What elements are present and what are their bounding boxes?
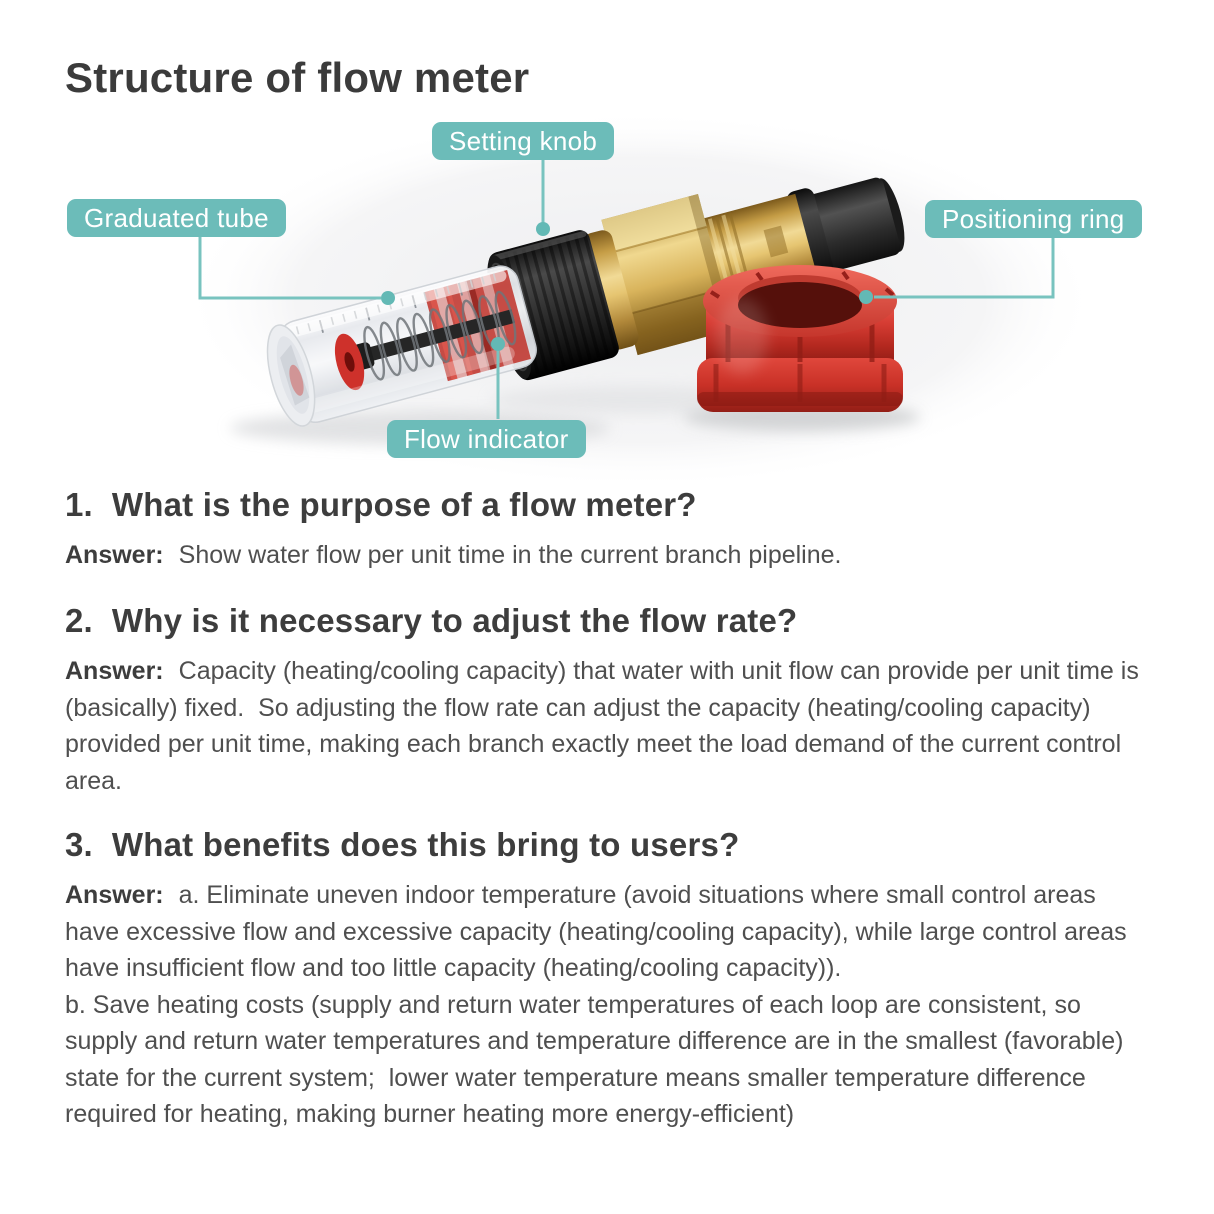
graduated-tube-part bbox=[266, 265, 537, 427]
label-flow-indicator: Flow indicator bbox=[387, 420, 586, 458]
brass-flange-ring bbox=[583, 230, 639, 350]
page-title: Structure of flow meter bbox=[65, 54, 530, 101]
anchor-flow-indicator bbox=[491, 337, 505, 351]
answer-3a-text: a. Eliminate uneven indoor temperature (… bbox=[65, 881, 1134, 982]
question-1-text: What is the purpose of a flow meter? bbox=[111, 486, 697, 523]
answer-2-text: Capacity (heating/cooling capacity) that… bbox=[65, 657, 1146, 795]
question-2-number: 2. bbox=[65, 602, 93, 639]
answer-1-text: Show water flow per unit time in the cur… bbox=[178, 541, 842, 569]
answer-2-label: Answer: bbox=[65, 657, 164, 685]
answer-3a: Answer:a. Eliminate uneven indoor temper… bbox=[65, 877, 1140, 987]
question-2-heading: 2. Why is it necessary to adjust the flow… bbox=[65, 602, 1140, 640]
anchor-setting-knob bbox=[536, 222, 550, 236]
question-1-heading: 1. What is the purpose of a flow meter? bbox=[65, 486, 1140, 524]
flow-meter-photo bbox=[266, 177, 905, 427]
flow-meter-figure bbox=[180, 110, 1100, 480]
leader-graduated-tube bbox=[198, 237, 381, 300]
positioning-ring-part bbox=[697, 265, 903, 412]
answer-3-label: Answer: bbox=[65, 881, 164, 909]
label-positioning-ring: Positioning ring bbox=[925, 200, 1142, 238]
label-graduated-tube: Graduated tube bbox=[67, 199, 286, 237]
qa-section-3: 3. What benefits does this bring to users… bbox=[65, 826, 1140, 1133]
anchor-positioning-ring bbox=[859, 290, 873, 304]
qa-section-2: 2. Why is it necessary to adjust the flow… bbox=[65, 602, 1140, 799]
answer-1-label: Answer: bbox=[65, 541, 164, 569]
anchor-graduated-tube bbox=[381, 291, 395, 305]
answer-2: Answer:Capacity (heating/cooling capacit… bbox=[65, 653, 1140, 799]
question-3-number: 3. bbox=[65, 826, 93, 863]
answer-1: Answer: Show water flow per unit time in … bbox=[65, 537, 1140, 574]
label-setting-knob: Setting knob bbox=[432, 122, 615, 160]
question-3-heading: 3. What benefits does this bring to users… bbox=[65, 826, 1140, 864]
qa-section-1: 1. What is the purpose of a flow meter? A… bbox=[65, 486, 1140, 574]
leader-positioning-ring bbox=[874, 238, 1055, 299]
answer-3b: b. Save heating costs (supply and return… bbox=[65, 990, 1131, 1129]
question-3-text: What benefits does this bring to users? bbox=[111, 826, 740, 863]
question-1-number: 1. bbox=[65, 486, 93, 523]
question-2-text: Why is it necessary to adjust the flow r… bbox=[111, 602, 798, 639]
